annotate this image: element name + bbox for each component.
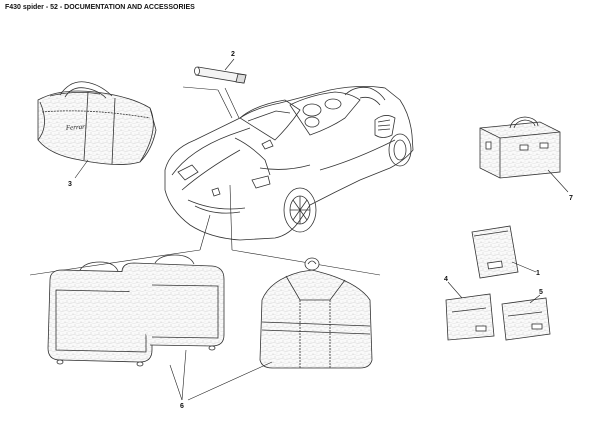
callout-6: 6 xyxy=(180,403,184,410)
callout-3: 3 xyxy=(68,181,72,188)
leader-3 xyxy=(74,159,89,179)
leader-7 xyxy=(547,169,569,193)
leader-4 xyxy=(447,281,463,299)
callout-5: 5 xyxy=(539,289,543,296)
car-illustration xyxy=(164,86,414,241)
callout-4: 4 xyxy=(444,276,448,283)
garment-bag xyxy=(259,257,373,369)
leader-6 xyxy=(169,349,273,401)
page-title: F430 spider - 52 - DOCUMENTATION AND ACC… xyxy=(5,4,195,11)
callout-2: 2 xyxy=(231,51,235,58)
suitcase-medium xyxy=(121,254,225,351)
callout-1: 1 xyxy=(536,270,540,277)
bag-logo: Ferrari xyxy=(65,123,88,133)
owners-manual xyxy=(471,225,519,279)
document-folder-5 xyxy=(501,297,551,341)
luggage-leaders xyxy=(29,184,381,276)
document-tube xyxy=(194,66,247,84)
car-cover-bag xyxy=(37,81,157,165)
leader-2 xyxy=(182,58,240,119)
document-folder-4 xyxy=(445,293,495,341)
suitcase-large xyxy=(47,261,153,367)
tool-case xyxy=(479,116,561,179)
leader-5 xyxy=(529,294,541,304)
callout-7: 7 xyxy=(569,195,573,202)
leader-1 xyxy=(511,261,537,273)
